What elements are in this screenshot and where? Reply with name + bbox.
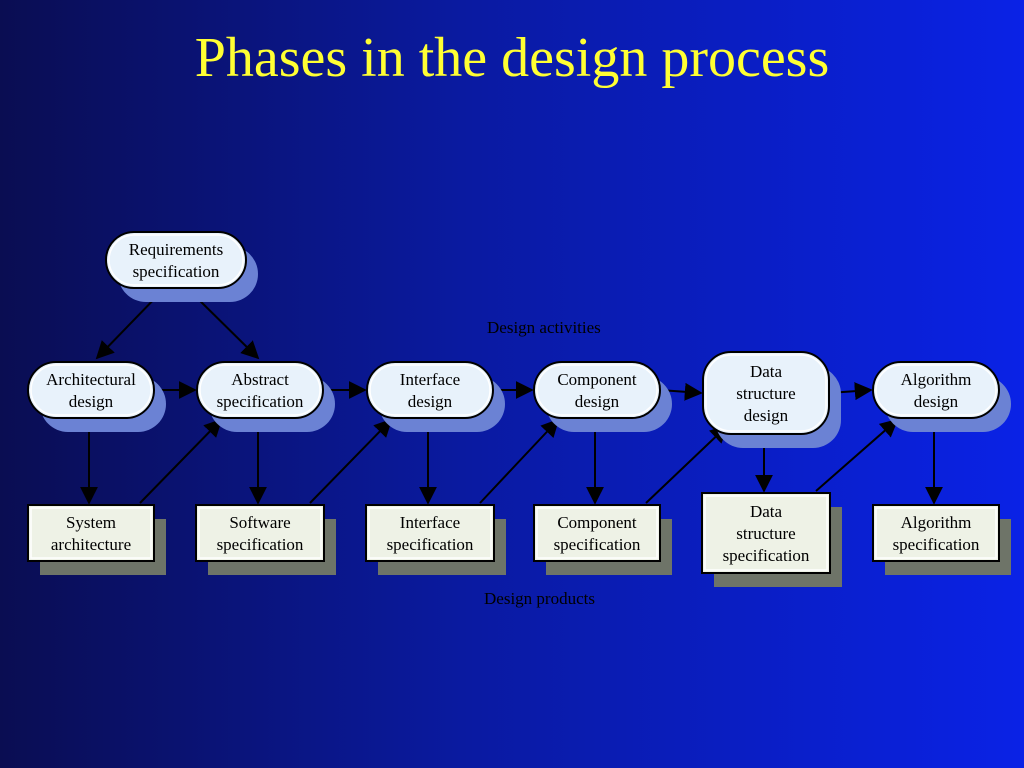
architectural-design-node: Architectural design [27,361,166,432]
interface-specification-box-line-1: specification [387,535,474,554]
algorithm-specification-box-inner-border [875,507,997,559]
interface-specification-box-inner-border [368,507,492,559]
component-design-node-inner-border [536,364,658,416]
abstract-specification-node-line-0: Abstract [231,370,289,389]
arrow-req-to-architectural [95,290,163,360]
component-specification-box-line-0: Component [557,513,637,532]
algorithm-design-node-line-0: Algorithm [901,370,972,389]
architectural-design-node-inner-border [30,364,152,416]
system-architecture-box-line-0: System [66,513,116,532]
interface-specification-box-body [365,504,495,562]
abstract-specification-node: Abstract specification [196,361,335,432]
abstract-specification-node-inner-border [199,364,321,416]
data-structure-specification-box-inner-border [704,495,828,571]
design-activities-label: Design activities [487,318,601,337]
software-specification-box-line-1: specification [217,535,304,554]
system-architecture-box-line-1: architecture [51,535,131,554]
software-specification-box-body [195,504,325,562]
interface-design-node-line-1: design [408,392,453,411]
data-structure-design-node: Data structure design [702,351,841,448]
data-structure-design-node-line-2: design [744,406,789,425]
requirements-specification-node-inner-border [108,234,244,286]
algorithm-specification-box-body [872,504,1000,562]
component-specification-box-line-1: specification [554,535,641,554]
interface-specification-box-line-0: Interface [400,513,460,532]
requirements-specification-node-body [105,231,247,289]
algorithm-design-node-body [872,361,1000,419]
arrow-product-3-to-activity-4 [645,424,729,504]
data-structure-design-node-line-0: Data [750,362,783,381]
design-products-label: Design products [484,589,595,608]
component-design-node-line-0: Component [557,370,637,389]
arrow-req-to-abstract [189,290,260,360]
algorithm-specification-box-line-0: Algorithm [901,513,972,532]
interface-design-node: Interface design [366,361,505,432]
component-design-node-body [533,361,661,419]
data-structure-specification-box-body [701,492,831,574]
architectural-design-node-body [27,361,155,419]
requirements-specification-node: Requirements specification [105,231,258,302]
data-structure-design-node-line-1: structure [736,384,795,403]
data-structure-design-node-body [702,351,830,435]
system-architecture-box-inner-border [30,507,152,559]
interface-design-node-line-0: Interface [400,370,460,389]
architectural-design-node-line-0: Architectural [46,370,136,389]
algorithm-design-node-inner-border [875,364,997,416]
interface-specification-box: Interface specification [365,504,506,575]
data-structure-specification-box-line-1: structure [736,524,795,543]
interface-design-node-body [366,361,494,419]
software-specification-box-inner-border [198,507,322,559]
slide-title: Phases in the design process [194,27,830,89]
system-architecture-box: System architecture [27,504,166,575]
arrow-product-4-to-activity-5 [815,418,899,492]
algorithm-design-node-line-1: design [914,392,959,411]
component-design-node: Component design [533,361,672,432]
component-design-node-line-1: design [575,392,620,411]
requirements-specification-node-line-0: Requirements [129,240,223,259]
software-specification-box: Software specification [195,504,336,575]
arrow-product-2-to-activity-3 [479,418,560,504]
algorithm-design-node: Algorithm design [872,361,1011,432]
interface-design-node-inner-border [369,364,491,416]
data-structure-design-node-inner-border [705,354,827,432]
component-specification-box: Component specification [533,504,672,575]
algorithm-specification-box-line-1: specification [893,535,980,554]
component-specification-box-body [533,504,661,562]
arrow-product-1-to-activity-2 [309,418,393,504]
system-architecture-box-body [27,504,155,562]
requirements-specification-node-line-1: specification [133,262,220,281]
arrow-product-0-to-activity-1 [139,418,223,504]
data-structure-specification-box: Data structure specification [701,492,842,587]
data-structure-specification-box-line-2: specification [723,546,810,565]
component-specification-box-inner-border [536,507,658,559]
data-structure-specification-box-line-0: Data [750,502,783,521]
architectural-design-node-line-1: design [69,392,114,411]
abstract-specification-node-line-1: specification [217,392,304,411]
software-specification-box-line-0: Software [229,513,290,532]
algorithm-specification-box: Algorithm specification [872,504,1011,575]
abstract-specification-node-body [196,361,324,419]
